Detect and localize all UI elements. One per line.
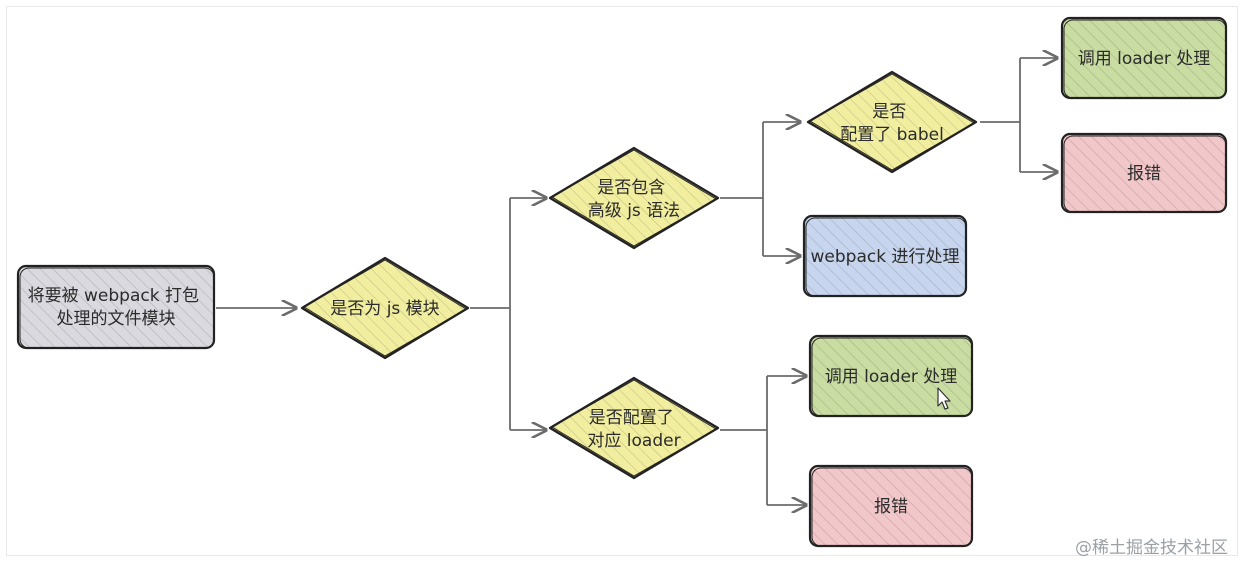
decision-is-js: 是否为 js 模块 (300, 256, 470, 360)
connector-has-babel-split (980, 58, 1021, 172)
decision-has-advanced-text: 是否包含 高级 js 语法 (588, 178, 680, 221)
node-webpack-handle-text: webpack 进行处理 (811, 247, 960, 267)
canvas-frame (6, 6, 1238, 556)
decision-has-babel: 是否 配置了 babel (806, 70, 978, 174)
node-start: 将要被 webpack 打包 处理的文件模块 (16, 264, 216, 350)
node-webpack-handle: webpack 进行处理 (802, 214, 968, 298)
node-error-bottom-text: 报错 (874, 497, 908, 517)
node-start-text: 将要被 webpack 打包 处理的文件模块 (28, 286, 205, 329)
node-error-top: 报错 (1060, 132, 1228, 214)
decision-has-advanced-syntax: 是否包含 高级 js 语法 (548, 146, 720, 250)
node-error-top-text: 报错 (1127, 164, 1161, 184)
node-error-bottom: 报错 (808, 464, 974, 548)
connector-has-loader-split (720, 376, 768, 505)
node-call-loader-bottom-text: 调用 loader 处理 (825, 367, 958, 387)
node-call-loader-top: 调用 loader 处理 (1060, 16, 1228, 100)
node-call-loader-bottom: 调用 loader 处理 (808, 334, 974, 418)
mouse-cursor-icon (937, 387, 951, 410)
decision-is-js-text: 是否为 js 模块 (330, 299, 439, 319)
connectors (216, 58, 1057, 505)
node-call-loader-top-text: 调用 loader 处理 (1078, 49, 1211, 69)
decision-has-loader-text: 是否配置了 对应 loader (587, 408, 680, 451)
decision-has-babel-text: 是否 配置了 babel (840, 102, 944, 145)
connector-is-js-split (470, 198, 511, 430)
watermark: @稀土掘金技术社区 (1075, 538, 1228, 558)
decision-has-loader: 是否配置了 对应 loader (548, 376, 720, 480)
connector-has-advanced-split (720, 122, 764, 256)
